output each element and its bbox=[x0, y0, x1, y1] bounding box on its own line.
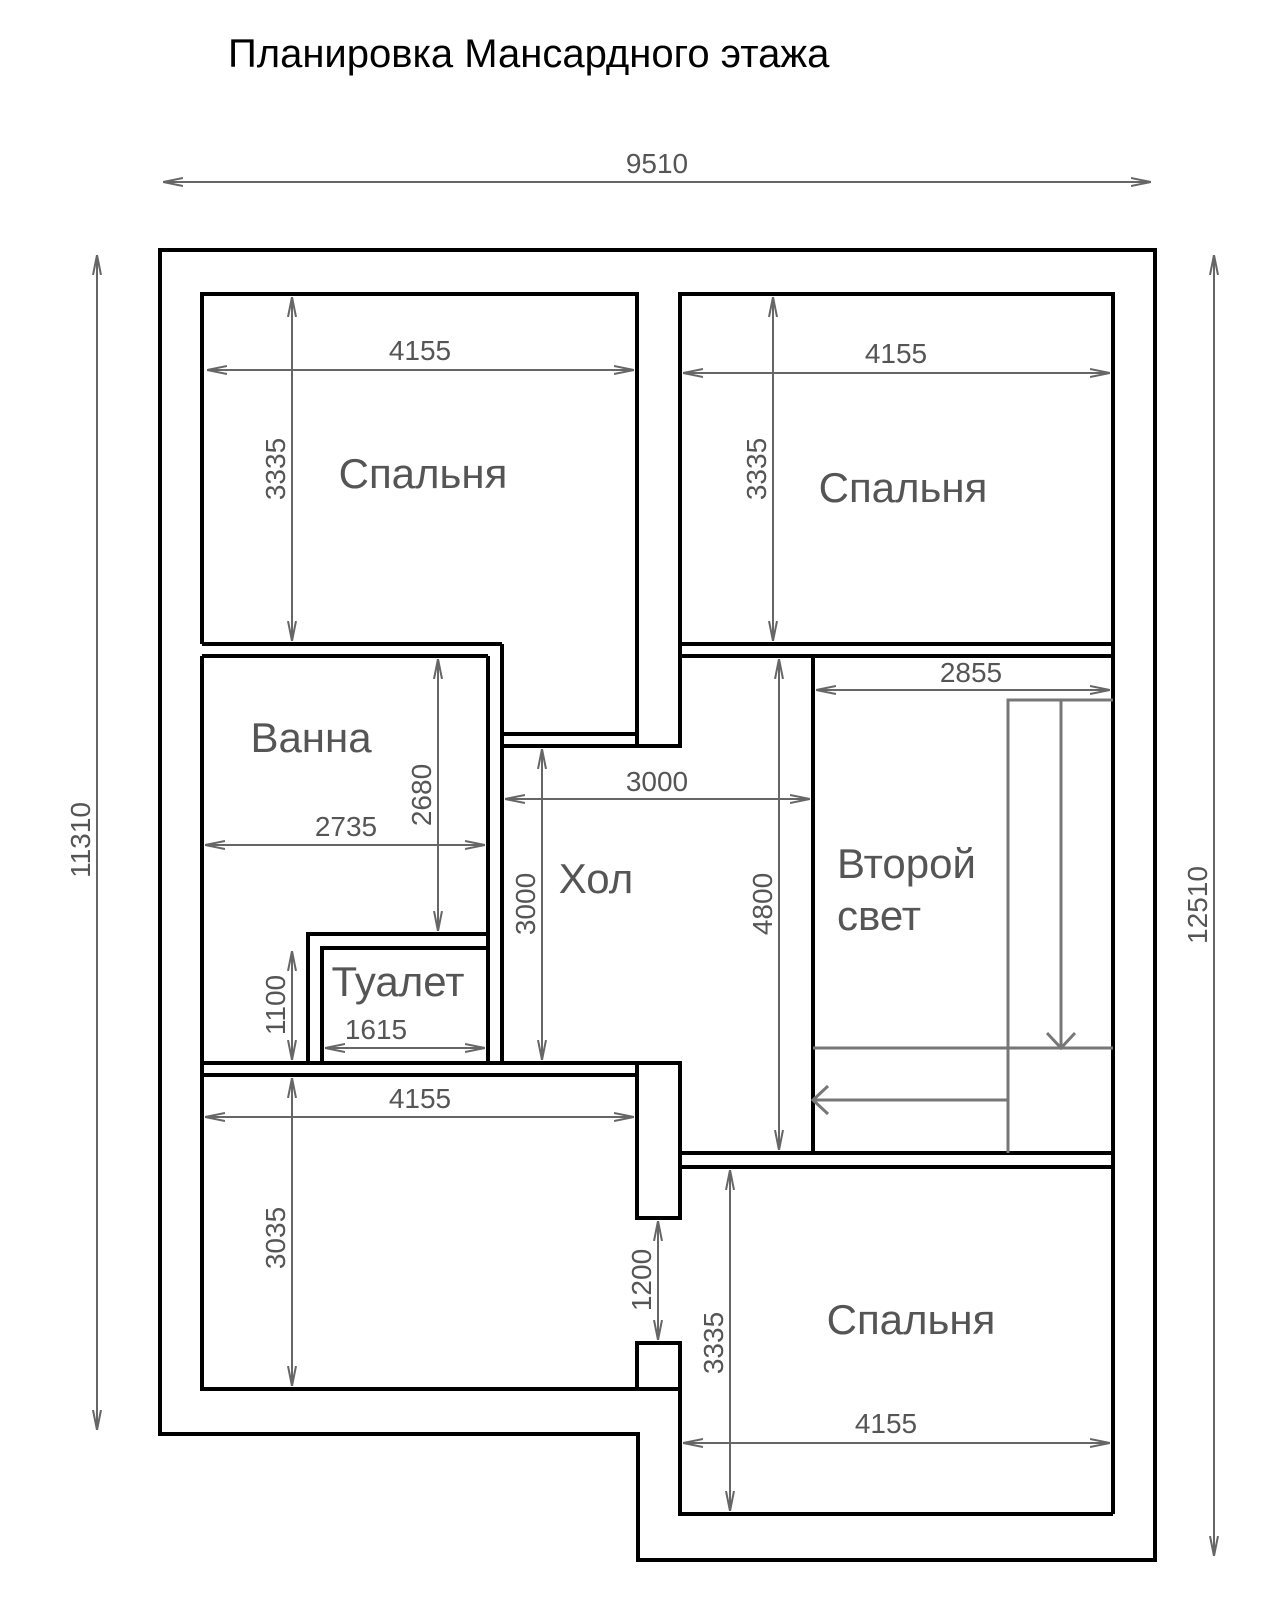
room-label-hall: Хол bbox=[559, 855, 633, 902]
page-title: Планировка Мансардного этажа bbox=[228, 32, 830, 76]
dim-toilet-w-label: 1615 bbox=[345, 1014, 407, 1045]
dim-bedroom-tr-h-label: 3335 bbox=[741, 438, 772, 500]
room-label-second-light-2: свет bbox=[837, 892, 921, 939]
dim-total-width-label: 9510 bbox=[626, 148, 688, 179]
dim-toilet-h-label: 1100 bbox=[260, 975, 291, 1035]
dim-bedroom-br-w-label: 4155 bbox=[855, 1408, 917, 1439]
room-label-bathroom: Ванна bbox=[250, 714, 372, 761]
room-label-second-light-1: Второй bbox=[837, 840, 976, 887]
toilet-wall bbox=[306, 932, 488, 1063]
dim-bedroom-bl-w-label: 4155 bbox=[389, 1083, 451, 1114]
dim-bedroom-tl-w-label: 4155 bbox=[389, 335, 451, 366]
corridor-stub-wall bbox=[500, 644, 637, 748]
dim-right-height-label: 12510 bbox=[1182, 866, 1213, 944]
room-label-bedroom-tr: Спальня bbox=[819, 464, 988, 511]
stair-arrow-left bbox=[810, 1084, 830, 1116]
dim-hall-w-label: 3000 bbox=[626, 766, 688, 797]
wall-pier-lower bbox=[635, 1341, 682, 1391]
dim-bedroom-tl-h-label: 3335 bbox=[260, 438, 291, 500]
bedroom-bl-wall bbox=[200, 656, 637, 1391]
dim-bedroom-bl-h-label: 3035 bbox=[260, 1207, 291, 1269]
dim-bedroom-tr-w-label: 4155 bbox=[865, 338, 927, 369]
dim-bath-w-label: 2735 bbox=[315, 811, 377, 842]
stair-outline bbox=[1006, 698, 1113, 1153]
room-label-bedroom-br: Спальня bbox=[827, 1296, 996, 1343]
dim-second-light-w-label: 2855 bbox=[940, 657, 1002, 688]
bedroom-br-wall-lower bbox=[678, 1343, 1113, 1516]
room-label-toilet: Туалет bbox=[332, 958, 465, 1005]
dim-corridor-h-label: 4800 bbox=[747, 873, 778, 935]
toilet-inner-wall bbox=[320, 946, 488, 1063]
outer-wall bbox=[158, 248, 1157, 1562]
bedroom-tl-wall bbox=[200, 292, 1115, 748]
wall-pier-upper bbox=[635, 1061, 682, 1220]
dim-left-height-label: 11310 bbox=[65, 802, 96, 878]
room-label-bedroom-tl: Спальня bbox=[339, 450, 508, 497]
dim-bedroom-br-h-label: 3335 bbox=[698, 1312, 729, 1374]
dim-door-gap-label: 1200 bbox=[626, 1249, 657, 1311]
dim-hall-h-label: 3000 bbox=[510, 873, 541, 935]
dim-bath-h-label: 2680 bbox=[406, 764, 437, 826]
